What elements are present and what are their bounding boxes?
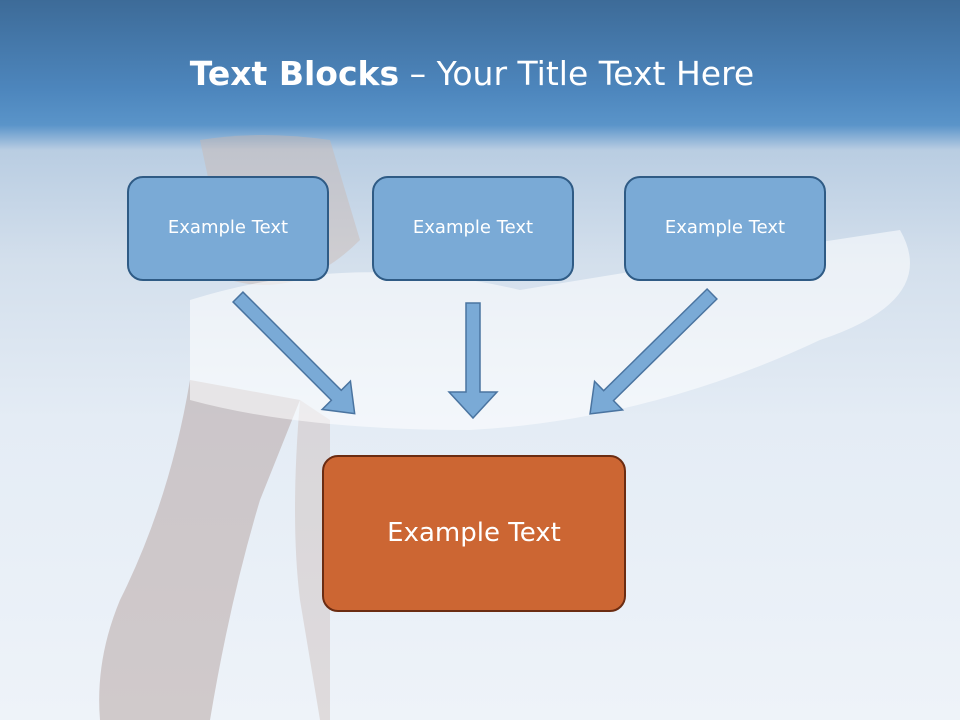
arrow-right-icon <box>589 287 718 415</box>
target-text-block-label: Example Text <box>387 517 561 548</box>
text-block-3-label: Example Text <box>664 217 786 238</box>
text-block-1: Example Text <box>127 176 329 281</box>
text-block-2-label: Example Text <box>412 217 534 238</box>
text-block-2: Example Text <box>372 176 574 281</box>
arrow-middle-icon <box>447 302 499 420</box>
title-bold: Text Blocks <box>189 54 400 93</box>
text-block-1-label: Example Text <box>167 217 289 238</box>
text-block-3: Example Text <box>624 176 826 281</box>
slide-title: Text Blocks – Your Title Text Here <box>0 54 944 93</box>
arrow-left-icon <box>231 290 356 415</box>
target-text-block: Example Text <box>322 455 626 612</box>
title-rest: – Your Title Text Here <box>399 54 755 93</box>
